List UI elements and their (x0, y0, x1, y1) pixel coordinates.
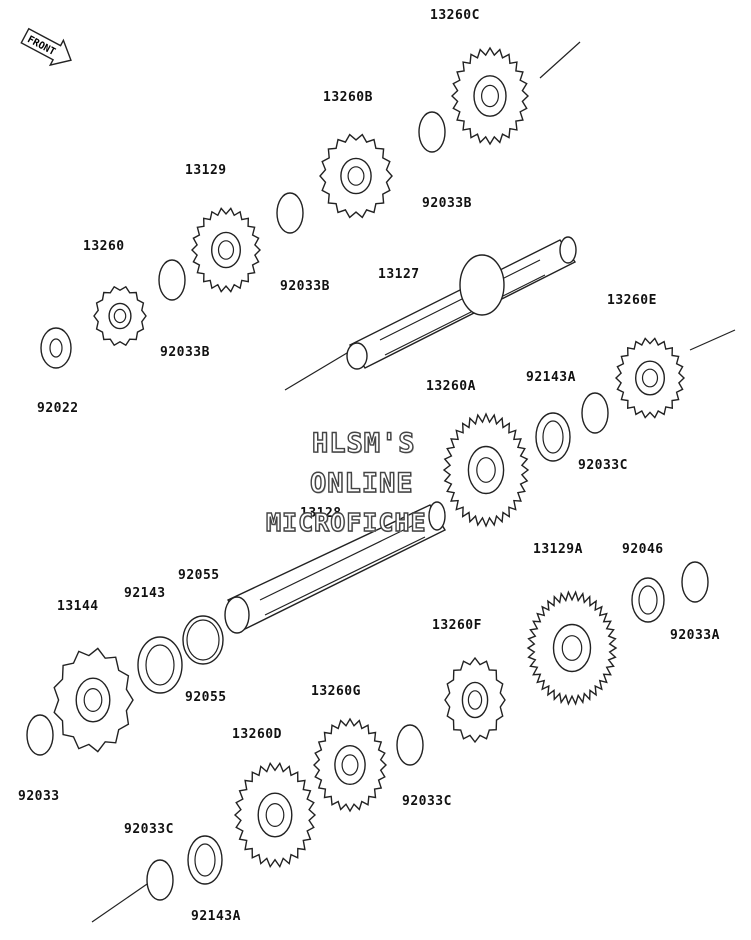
gear-13260g (313, 717, 387, 813)
axis-line (91, 881, 151, 923)
part-label: 13127 (378, 267, 420, 282)
part-label: 92143A (191, 909, 241, 924)
part-label: 92033B (160, 345, 210, 360)
part-label: 92033C (578, 458, 628, 473)
circlip-92033c (396, 724, 424, 766)
gear-13129a (526, 590, 618, 706)
gear-13260b (319, 133, 393, 219)
gear-13129 (191, 207, 261, 293)
part-label: 92055 (178, 568, 220, 583)
sprocket-13144 (53, 647, 134, 753)
circlip-92033c (146, 859, 174, 901)
gear-13260c (450, 46, 530, 146)
needle-bearing-92046 (631, 577, 665, 623)
part-label: 13129 (185, 163, 227, 178)
gear-13260e (614, 337, 686, 419)
part-label: 13260 (83, 239, 125, 254)
part-labels: 13260C 13260B 92033B 13129 92033B 13260 … (18, 8, 720, 924)
part-label: 92033 (18, 789, 60, 804)
axis-line (539, 41, 581, 79)
watermark-line-1: HLSM'S (311, 427, 416, 459)
part-label: 92046 (622, 542, 664, 557)
part-label: 92033A (670, 628, 720, 643)
axis-line (284, 349, 353, 391)
part-label: 92055 (185, 690, 227, 705)
gear-13260 (93, 285, 147, 347)
part-label: 92033B (422, 196, 472, 211)
part-label: 92143 (124, 586, 166, 601)
watermark-line-2: ONLINE (309, 467, 414, 499)
gear-13260a (442, 412, 530, 528)
snap-ring-92055 (182, 615, 224, 665)
watermark-line-3: MICROFICHE (265, 507, 427, 537)
axis-line (689, 329, 736, 351)
drive-shaft-13128 (224, 501, 446, 634)
circlip-92033b (276, 192, 304, 234)
part-label: 92033C (124, 822, 174, 837)
collar-92143 (137, 636, 183, 694)
part-label: 92022 (37, 401, 79, 416)
gear-13260d (233, 761, 317, 869)
part-label: 13260A (426, 379, 476, 394)
circlip-92033c (581, 392, 609, 434)
part-label: 92033B (280, 279, 330, 294)
gear-13260f (444, 656, 506, 744)
gear-group (53, 46, 686, 869)
part-label: 13128 (300, 506, 342, 521)
part-label: 13260C (430, 8, 480, 23)
part-label: 13260F (432, 618, 482, 633)
circlip-92033a (681, 561, 709, 603)
collar-92143a (535, 412, 571, 462)
washer-92022 (40, 327, 72, 369)
part-label: 92033C (402, 794, 452, 809)
circlip-92033 (26, 714, 54, 756)
output-shaft-13127 (346, 236, 577, 370)
part-label: 13144 (57, 599, 99, 614)
part-label: 13260G (311, 684, 361, 699)
part-label: 13260B (323, 90, 373, 105)
collar-92143a-bottom (187, 835, 223, 885)
part-label: 92143A (526, 370, 576, 385)
part-label: 13260E (607, 293, 657, 308)
circlip-92033b (158, 259, 186, 301)
circlip-92033b (418, 111, 446, 153)
part-label: 13129A (533, 542, 583, 557)
front-arrow-icon: FRONT (20, 27, 72, 67)
part-label: 13260D (232, 727, 282, 742)
